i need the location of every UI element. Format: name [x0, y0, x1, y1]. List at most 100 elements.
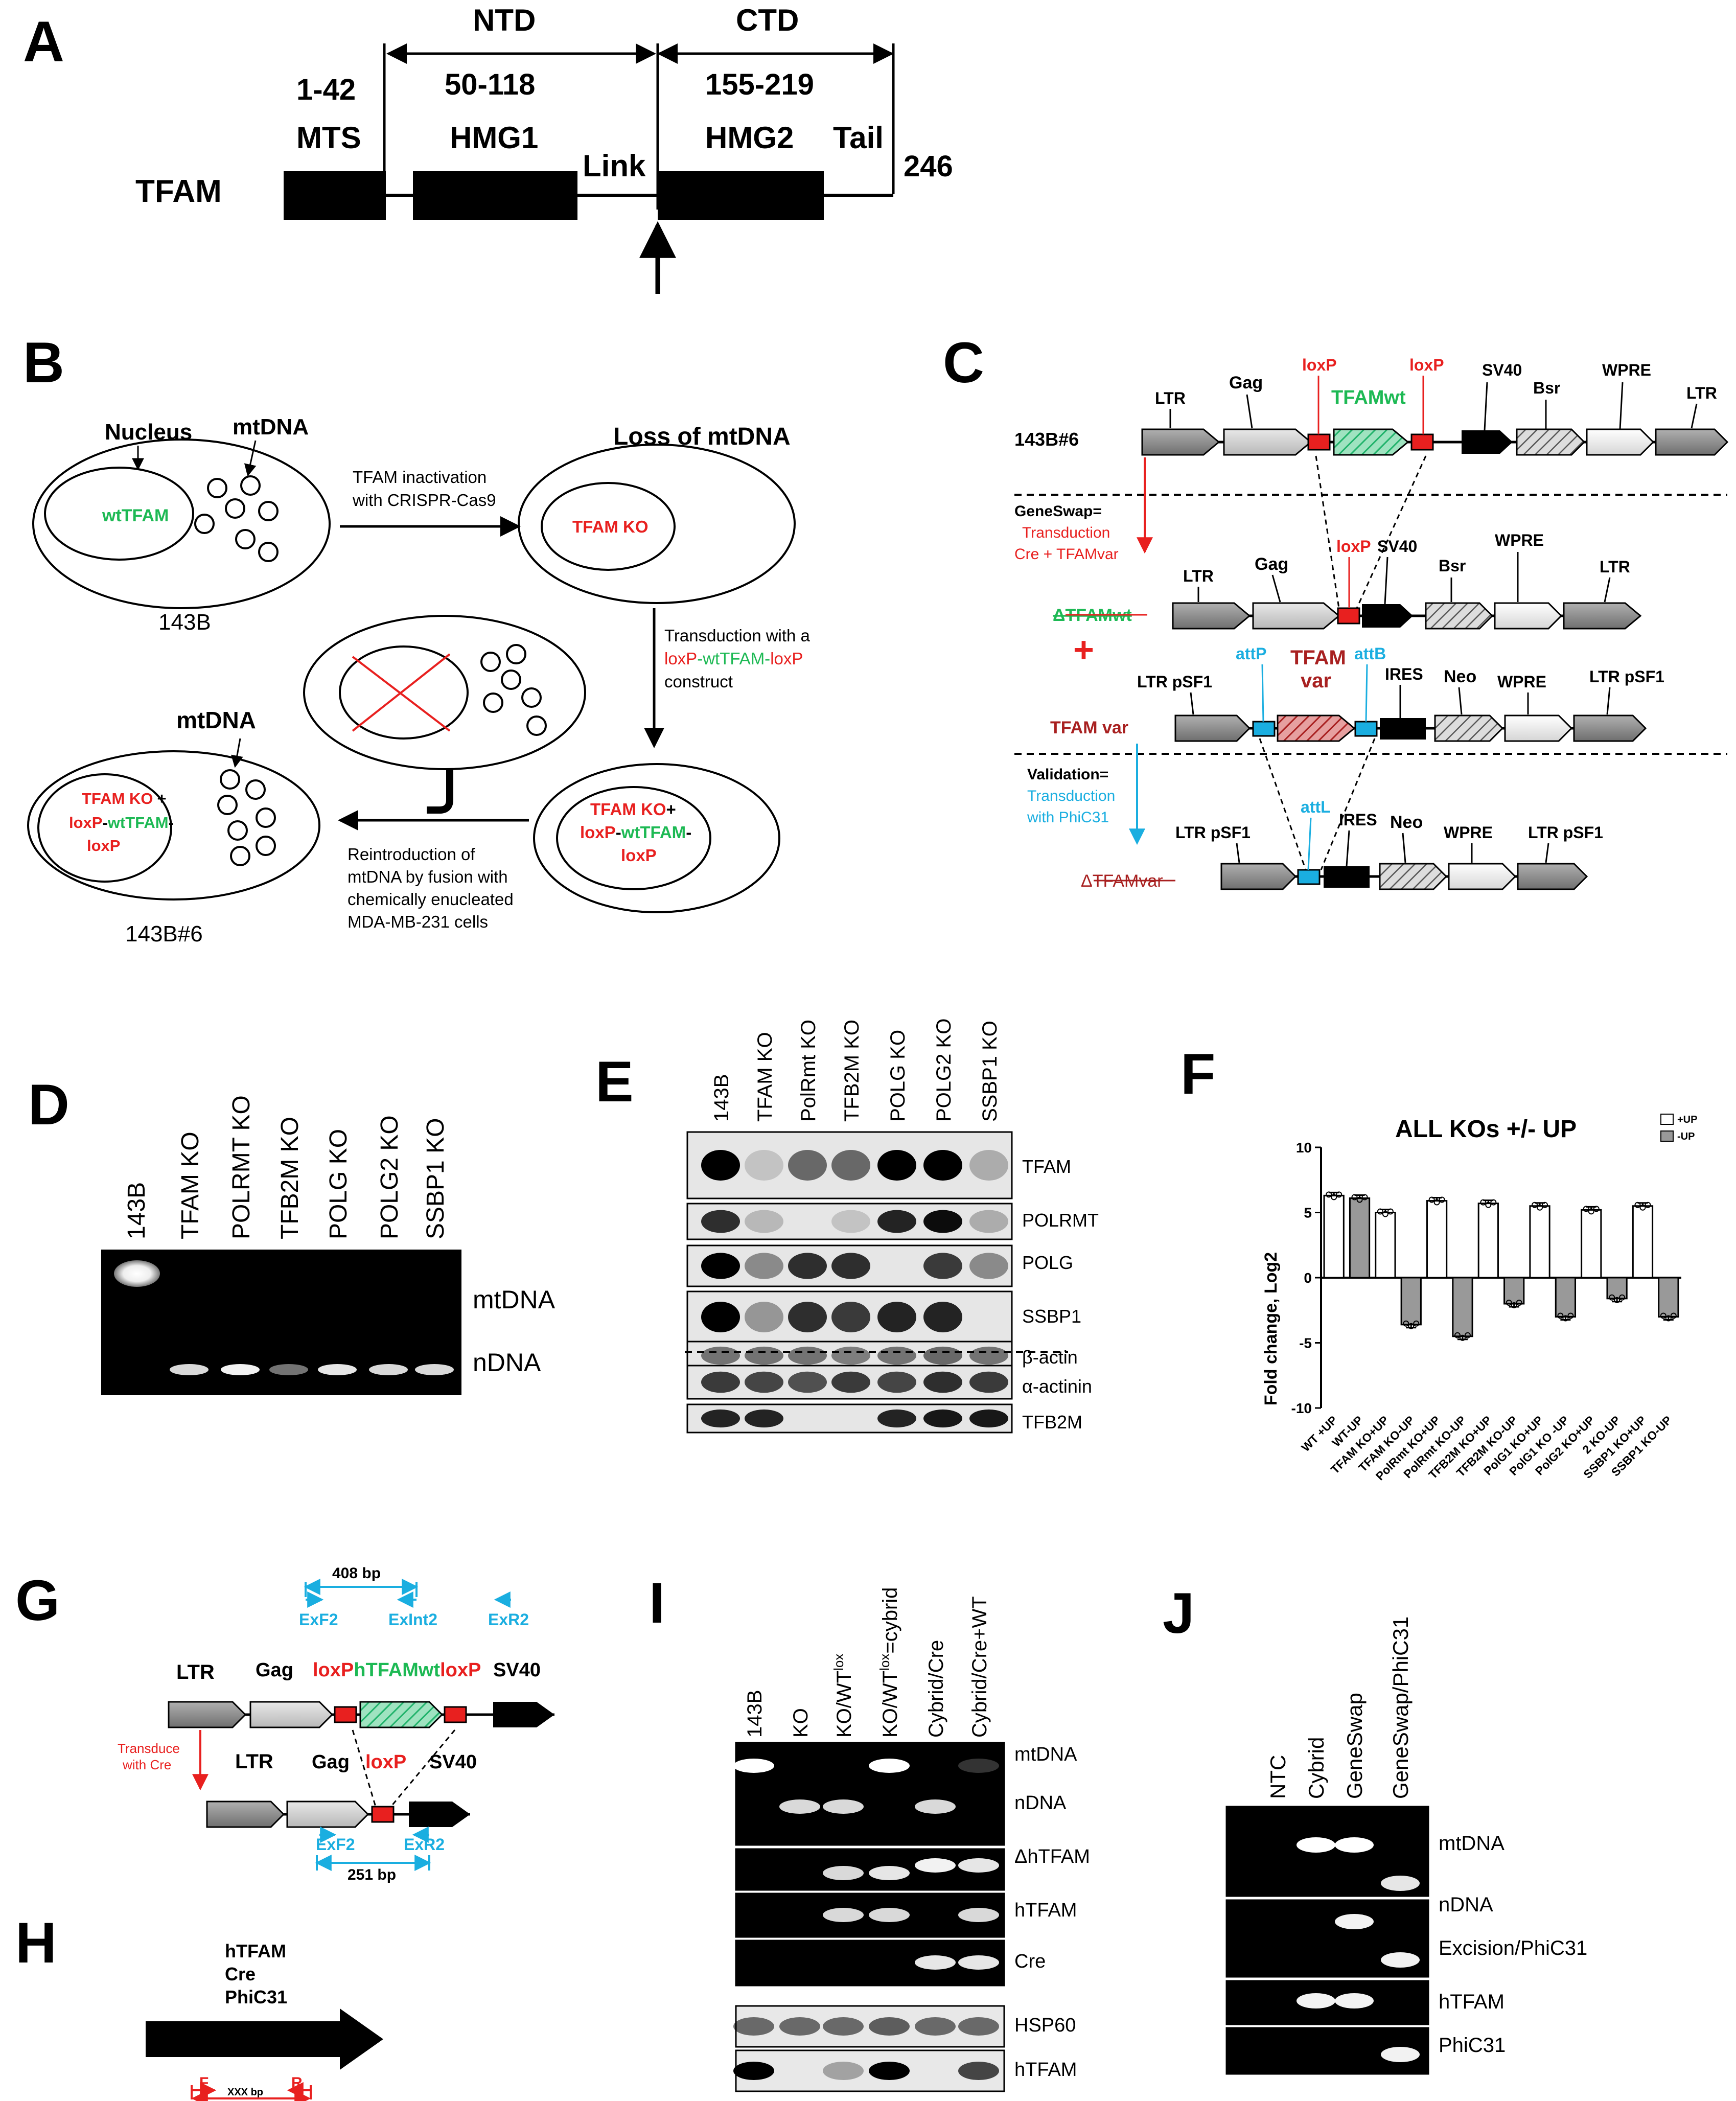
- panel-h: H hTFAM Cre PhiC31 F R XXX bp: [15, 1911, 383, 2101]
- e-band: [923, 1409, 962, 1428]
- bar: [1503, 1277, 1525, 1305]
- e-band: [788, 1346, 827, 1365]
- e-band: [923, 1371, 962, 1393]
- c-geneswap-2: Transduction: [1022, 524, 1110, 541]
- data-point: [1609, 1294, 1615, 1301]
- svg-text:TFAM KO+: TFAM KO+: [82, 790, 167, 807]
- step3-line3: chemically enucleated: [348, 890, 514, 909]
- i-wb-band: [733, 2062, 774, 2080]
- i-wb-band: [779, 2017, 820, 2036]
- loxp-c: loxP: [69, 814, 102, 832]
- gag-block: [1223, 428, 1312, 456]
- plus-sign: +: [666, 800, 676, 819]
- c-ires-2: IRES: [1339, 811, 1377, 829]
- e-band: [701, 1346, 740, 1365]
- i-lane-cybrid: =cybrid: [879, 1587, 901, 1654]
- e-blot-label: POLRMT: [1022, 1210, 1099, 1231]
- i-band: [733, 1759, 774, 1773]
- step3-line1: Reintroduction of: [348, 845, 475, 864]
- i-lane-label: KO: [790, 1708, 812, 1738]
- e-band: [701, 1150, 740, 1181]
- e-band: [969, 1346, 1008, 1365]
- h-xxx-bp: XXX bp: [227, 2087, 263, 2098]
- g-408bp: 408 bp: [332, 1565, 381, 1582]
- data-point: [1356, 1196, 1363, 1203]
- panel-label-d: D: [28, 1073, 70, 1137]
- c-ltrpsf1-2: LTR pSF1: [1589, 667, 1664, 686]
- y-tick-label: 0: [1304, 1270, 1312, 1286]
- e-blot-label: TFB2M: [1022, 1412, 1082, 1433]
- h-f: F: [199, 2074, 209, 2091]
- panel-label-c: C: [943, 331, 984, 395]
- data-point: [1351, 1194, 1358, 1200]
- g-loxp-3: loxP: [365, 1751, 406, 1773]
- y-tick-label: 10: [1296, 1140, 1312, 1156]
- length-246: 246: [904, 150, 953, 183]
- h-r: R: [291, 2074, 303, 2091]
- g-gag-2: Gag: [312, 1751, 350, 1773]
- e-lane-label: POLG KO: [887, 1030, 909, 1122]
- d-band-143b-mtdna: [114, 1260, 160, 1287]
- panel-c: C 143B#6 LTR Gag loxP loxP TFAMwt SV40 B…: [943, 331, 1729, 891]
- e-band: [701, 1371, 740, 1393]
- step2-line3: construct: [664, 672, 733, 691]
- i-band-label: mtDNA: [1014, 1744, 1077, 1765]
- d-band-ndna: [269, 1364, 308, 1375]
- e-band: [701, 1302, 740, 1332]
- step2-loxp-1: loxP: [664, 649, 697, 668]
- c-wpre-3: WPRE: [1497, 673, 1546, 691]
- step3-line2: mtDNA by fusion with: [348, 867, 508, 886]
- g-exr2-1: ExR2: [488, 1610, 529, 1629]
- i-band: [779, 1799, 820, 1814]
- bar: [1581, 1209, 1602, 1279]
- dash-a: -: [616, 823, 621, 842]
- c-tfamvar-label: TFAM var: [1050, 718, 1128, 737]
- mtdna-circles: [194, 475, 279, 562]
- bar: [1632, 1205, 1654, 1279]
- c-validation-1: Validation=: [1027, 766, 1108, 783]
- e-band: [831, 1346, 870, 1365]
- c-bsr-1: Bsr: [1533, 379, 1560, 397]
- i-lane-sup: lox: [831, 1654, 846, 1671]
- j-lane-label: GeneSwap: [1342, 1693, 1367, 1799]
- g-sv40-1: SV40: [493, 1659, 541, 1681]
- e-band: [923, 1253, 962, 1279]
- panel-g: G 408 bp ExF2 ExInt2 ExR2 LTR Gag loxPhT…: [15, 1565, 554, 1883]
- ntd-label: NTD: [473, 3, 536, 37]
- legend-plus: +UP: [1677, 1114, 1697, 1125]
- i-wb-band: [869, 2062, 910, 2080]
- e-blot-label: α-actinin: [1022, 1376, 1092, 1397]
- j-band: [1335, 1993, 1374, 2008]
- i-band: [958, 1955, 999, 1970]
- c-neo-1: Neo: [1444, 667, 1476, 686]
- i-lane-text: KO/WT: [879, 1671, 901, 1738]
- c-attb: attB: [1354, 644, 1386, 663]
- data-point: [1439, 1196, 1445, 1203]
- e-lane-label: POLG2 KO: [933, 1019, 955, 1122]
- bar: [1375, 1212, 1396, 1279]
- d-lane-label: TFB2M KO: [276, 1117, 304, 1239]
- e-band: [701, 1409, 740, 1428]
- chart-ylabel: Fold change, Log2: [1261, 1252, 1281, 1405]
- j-band: [1381, 1952, 1420, 1968]
- h-gene-arrow: [146, 2008, 383, 2070]
- bar: [1400, 1277, 1422, 1326]
- data-point: [1593, 1206, 1600, 1212]
- i-lane-text: KO: [790, 1708, 812, 1738]
- i-band-label: ΔhTFAM: [1014, 1846, 1090, 1867]
- e-band: [831, 1150, 870, 1181]
- cell-143b-label: 143B: [158, 610, 211, 635]
- e-band: [969, 1150, 1008, 1181]
- legend-minus: -UP: [1677, 1131, 1695, 1142]
- data-point: [1670, 1312, 1677, 1319]
- wttfam-c: wtTFAM: [107, 814, 169, 832]
- e-band: [923, 1150, 962, 1181]
- bar: [1349, 1197, 1371, 1279]
- e-lane-label: SSBP1 KO: [979, 1021, 1001, 1122]
- e-lane-label: PolRmt KO: [797, 1020, 820, 1122]
- i-band: [823, 1866, 864, 1880]
- ko-cell: [518, 444, 796, 604]
- i-band: [958, 1908, 999, 1922]
- j-band: [1381, 2047, 1420, 2062]
